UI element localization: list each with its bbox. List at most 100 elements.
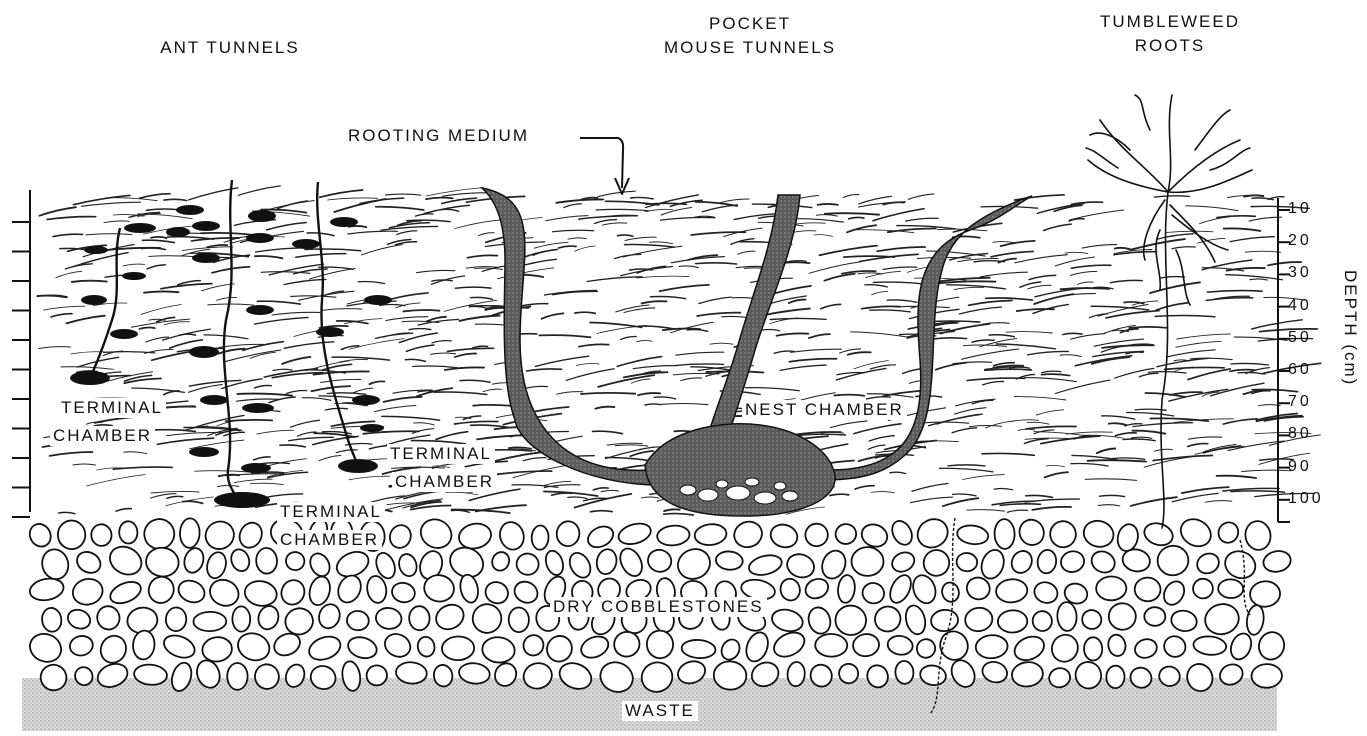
soil-hatch-stroke: [524, 386, 547, 388]
root-strand: [1168, 170, 1252, 192]
soil-hatch-stroke: [107, 198, 157, 201]
soil-hatch-stroke: [994, 488, 1013, 489]
soil-hatch-stroke: [290, 420, 319, 427]
soil-hatch-stroke: [598, 191, 635, 196]
ant-chamber: [70, 371, 110, 385]
ant-chamber: [338, 459, 378, 473]
depth-tick-label: 20: [1288, 231, 1312, 250]
soil-hatch-stroke: [157, 438, 213, 444]
soil-hatch-stroke: [1205, 501, 1232, 503]
soil-hatch-stroke: [1200, 217, 1230, 224]
soil-hatch-stroke: [691, 232, 745, 235]
soil-hatch-stroke: [761, 329, 780, 330]
soil-hatch-stroke: [820, 246, 878, 256]
soil-hatch-stroke: [151, 430, 195, 432]
soil-hatch-stroke: [1014, 397, 1066, 400]
cobblestone: [144, 546, 180, 579]
soil-hatch-stroke: [201, 233, 254, 235]
soil-hatch-stroke: [405, 359, 425, 361]
soil-hatch-stroke: [224, 432, 245, 436]
soil-hatch-stroke: [255, 317, 309, 324]
cobblestone: [65, 607, 93, 632]
soil-hatch-stroke: [675, 364, 724, 366]
soil-hatch-stroke: [443, 193, 491, 197]
cobblestone: [26, 629, 66, 666]
soil-hatch-stroke: [921, 422, 969, 423]
cobblestone: [346, 610, 369, 631]
soil-hatch-stroke: [272, 312, 320, 315]
soil-hatch-stroke: [633, 366, 678, 369]
soil-hatch-stroke: [1129, 327, 1166, 328]
soil-hatch-stroke: [1060, 355, 1081, 357]
cobblestone: [107, 578, 144, 608]
soil-hatch-stroke: [858, 273, 882, 274]
cobblestone: [228, 547, 252, 574]
cobblestone: [914, 636, 938, 660]
soil-hatch-stroke: [1016, 374, 1034, 379]
cobblestone: [784, 551, 817, 582]
cobblestone: [542, 632, 576, 666]
soil-hatch-stroke: [1165, 367, 1225, 369]
soil-hatch-stroke: [606, 201, 659, 205]
cobblestone: [815, 634, 847, 657]
soil-hatch-stroke: [954, 287, 984, 289]
soil-hatch-stroke: [617, 357, 661, 367]
soil-hatch-stroke: [1045, 472, 1068, 477]
soil-hatch-stroke: [380, 304, 405, 305]
cobblestone: [193, 612, 226, 632]
cobblestone: [956, 552, 978, 572]
soil-hatch-stroke: [660, 218, 715, 221]
soil-hatch-stroke: [455, 353, 476, 357]
soil-hatch-stroke: [955, 408, 986, 414]
soil-hatch-stroke: [720, 199, 749, 203]
label-terminal-chamber-b-line2: CHAMBER: [392, 472, 497, 492]
soil-hatch-stroke: [1036, 410, 1063, 415]
depth-tick-label: 80: [1288, 424, 1312, 443]
soil-hatch-stroke: [1217, 216, 1255, 218]
soil-hatch-stroke: [780, 365, 826, 370]
soil-hatch-stroke: [1026, 426, 1076, 429]
cobblestone: [616, 545, 646, 580]
cobblestone: [860, 580, 887, 606]
soil-hatch-stroke: [866, 271, 901, 277]
heading-tumbleweed-line1: TUMBLEWEED: [1085, 12, 1255, 32]
cobblestone: [1218, 579, 1244, 598]
soil-hatch-stroke: [1071, 463, 1108, 465]
cobblestone: [770, 628, 808, 662]
soil-hatch-stroke: [631, 197, 654, 198]
soil-hatch-stroke: [67, 316, 105, 324]
cobblestone: [886, 634, 914, 656]
soil-hatch-stroke: [497, 471, 552, 474]
soil-hatch-stroke: [432, 341, 451, 343]
cobblestone: [1036, 549, 1057, 575]
cobblestone: [805, 605, 833, 637]
soil-hatch-stroke: [1027, 422, 1049, 424]
soil-hatch-stroke: [556, 199, 603, 202]
tumbleweed-roots: [1086, 95, 1252, 528]
label-terminal-chamber-b-line1: TERMINAL: [387, 444, 495, 464]
cobblestone: [278, 576, 309, 608]
soil-hatch-stroke: [1154, 449, 1172, 451]
cobblestone: [531, 525, 549, 550]
soil-hatch-stroke: [1224, 228, 1261, 230]
soil-hatch-stroke: [641, 497, 659, 498]
cobblestone: [1221, 547, 1260, 583]
soil-hatch-stroke: [1258, 405, 1280, 406]
soil-hatch-stroke: [289, 437, 334, 440]
soil-hatch-stroke: [1042, 371, 1061, 372]
cobblestone: [432, 600, 468, 634]
soil-hatch-stroke: [397, 231, 417, 235]
soil-hatch-stroke: [989, 335, 1014, 337]
soil-hatch-stroke: [888, 228, 936, 232]
soil-hatch-stroke: [1250, 279, 1268, 280]
depth-tick-label: 40: [1288, 296, 1312, 315]
soil-hatch-stroke: [311, 386, 350, 391]
cobblestone: [852, 547, 884, 576]
soil-hatch-stroke: [1085, 479, 1136, 481]
cobblestone: [73, 548, 104, 577]
soil-hatch-stroke: [1097, 449, 1116, 454]
cobblestone: [1088, 547, 1118, 576]
soil-hatch-stroke: [867, 397, 891, 399]
soil-hatch-stroke: [936, 363, 966, 370]
soil-hatch-stroke: [1207, 291, 1262, 293]
